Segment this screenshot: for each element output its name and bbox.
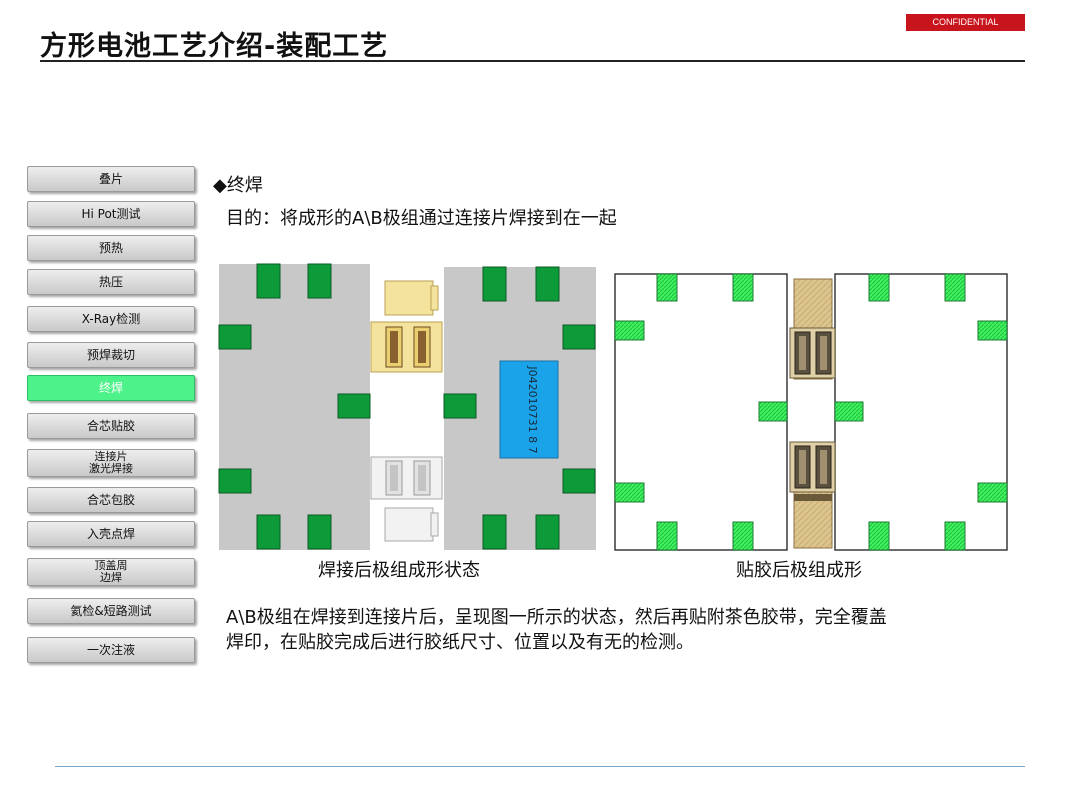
page-title: 方形电池工艺介绍-装配工艺 [40, 31, 389, 62]
description: A\B极组在焊接到连接片后，呈现图一所示的状态，然后再贴附茶色胶带，完全覆盖 焊… [226, 605, 1006, 655]
step-hipot-test[interactable]: Hi Pot测试 [27, 201, 195, 227]
caption-welded: 焊接后极组成形状态 [318, 560, 480, 581]
step-label: 合芯贴胶 [86, 418, 135, 433]
tape-strip-lower [789, 441, 836, 549]
step-stacking[interactable]: 叠片 [27, 166, 195, 192]
step-label: 热压 [98, 274, 123, 289]
step-label: Hi Pot测试 [81, 206, 141, 221]
step-first-injection[interactable]: 一次注液 [27, 637, 195, 663]
step-label: 合芯包胶 [86, 492, 135, 507]
taped-pads-a [614, 273, 788, 551]
taped-block-a [614, 273, 788, 551]
step-preheat[interactable]: 预热 [27, 235, 195, 261]
barcode-label [499, 360, 559, 459]
step-label: 叠片 [98, 171, 123, 186]
step-label: 入壳点焊 [86, 526, 135, 541]
connection-tab-upper [370, 280, 443, 373]
caption-taped: 贴胶后极组成形 [736, 560, 862, 581]
step-label: 连接片 激光焊接 [89, 450, 133, 475]
step-label: 一次注液 [86, 642, 135, 657]
weld-pads-a [218, 263, 371, 550]
connection-tab-lower [370, 456, 443, 542]
label-code: J042010731 8 7 [526, 365, 539, 453]
step-helium-short-test[interactable]: 氦检&短路测试 [27, 598, 195, 624]
welded-electrode-figure: J042010731 8 7 [218, 263, 596, 550]
step-case-spot-weld[interactable]: 入壳点焊 [27, 521, 195, 547]
description-line-1: A\B极组在焊接到连接片后，呈现图一所示的状态，然后再贴附茶色胶带，完全覆盖 [226, 607, 887, 628]
step-label: 预焊裁切 [86, 347, 135, 362]
step-label: 预热 [98, 240, 123, 255]
step-xray[interactable]: X-Ray检测 [27, 306, 195, 332]
tape-strip-upper [789, 278, 836, 380]
footer-line [55, 766, 1025, 767]
step-tab-laser-weld[interactable]: 连接片 激光焊接 [27, 449, 195, 477]
weld-pads-b [443, 266, 596, 550]
taped-pads-b [834, 273, 1008, 551]
step-label: X-Ray检测 [81, 311, 141, 326]
step-core-taping[interactable]: 合芯贴胶 [27, 413, 195, 439]
step-top-cover-weld[interactable]: 顶盖周 边焊 [27, 558, 195, 586]
step-final-weld[interactable]: 终焊 [27, 375, 195, 401]
section-heading: ◆终焊 [213, 175, 263, 196]
taped-electrode-figure [614, 273, 1008, 551]
step-label: 顶盖周 边焊 [94, 559, 128, 584]
step-pre-weld-cut[interactable]: 预焊裁切 [27, 342, 195, 368]
confidential-badge: CONFIDENTIAL [906, 14, 1025, 31]
step-label: 氦检&短路测试 [70, 603, 152, 618]
title-underline [40, 60, 1025, 62]
purpose-text: 目的：将成形的A\B极组通过连接片焊接到在一起 [226, 208, 617, 229]
step-hot-press[interactable]: 热压 [27, 269, 195, 295]
step-label: 终焊 [98, 380, 123, 395]
step-core-wrapping[interactable]: 合芯包胶 [27, 487, 195, 513]
description-line-2: 焊印，在贴胶完成后进行胶纸尺寸、位置以及有无的检测。 [226, 632, 694, 653]
